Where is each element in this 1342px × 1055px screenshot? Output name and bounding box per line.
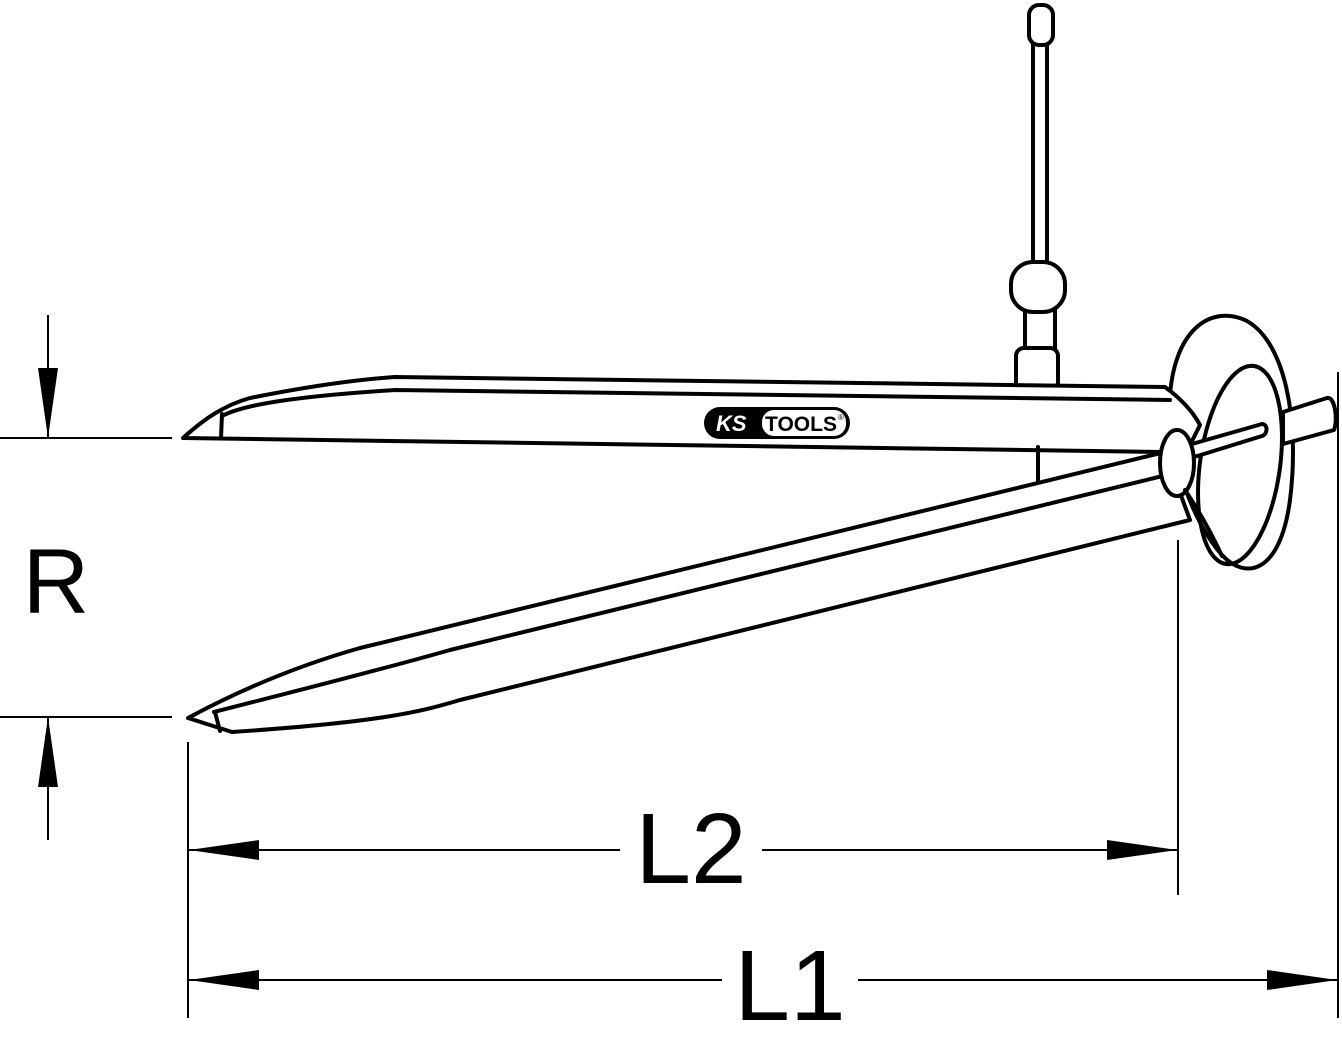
- upper-leg: [181, 375, 1202, 494]
- logo-ks-text: KS: [716, 411, 747, 436]
- axle: [1158, 396, 1338, 558]
- adjustment-rod: [1009, 3, 1067, 392]
- overall-length-label: L1: [734, 930, 845, 1042]
- logo-tools-text: TOOLS: [765, 413, 837, 436]
- overall-length-dimension: L1: [189, 372, 1339, 1042]
- inner-length-label: L2: [635, 793, 746, 905]
- logo-registered-mark: ®: [838, 413, 844, 422]
- radius-label: R: [23, 531, 89, 633]
- inner-length-dimension: L2: [187, 540, 1179, 1018]
- lower-leg: [186, 450, 1192, 734]
- radius-dimension: R: [0, 315, 172, 840]
- ks-tools-logo: KS TOOLS ®: [704, 407, 850, 439]
